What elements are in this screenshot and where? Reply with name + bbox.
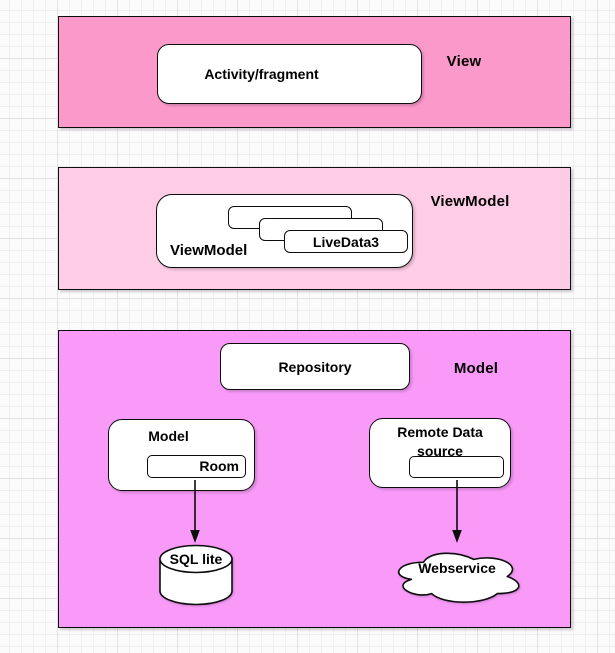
edge-room-to-sqlite[interactable] [187,480,203,544]
activity-fragment-label: Activity/fragment [204,66,319,82]
webservice-node[interactable]: Webservice [390,548,524,605]
model-local-node[interactable]: Model Room [108,419,255,491]
view-layer-band[interactable]: Activity/fragment View [58,16,571,128]
livedata-label: LiveData3 [312,233,380,250]
model-local-label: Model [148,428,189,444]
repository-label: Repository [278,358,352,375]
cloud-icon [398,552,520,603]
room-label: Room [199,458,239,474]
viewmodel-container-node[interactable]: LiveData3 ViewModel [156,194,413,268]
remote-data-source-node[interactable]: Remote Data source [369,418,511,488]
arrowhead-icon [190,530,200,543]
livedata-node[interactable]: LiveData3 [284,230,408,253]
remote-inner-box[interactable] [409,456,504,478]
model-layer-label: Model [453,360,499,377]
repository-node[interactable]: Repository [220,343,410,390]
database-cylinder-icon [159,544,233,606]
viewmodel-container-label: ViewModel [170,242,248,259]
arrowhead-icon [452,530,462,543]
activity-fragment-node[interactable]: Activity/fragment [157,44,422,104]
viewmodel-layer-band[interactable]: LiveData3 ViewModel ViewModel [58,167,571,290]
view-layer-label: View [446,53,482,70]
sqlite-label: SQL lite [169,551,223,567]
remote-data-source-label: Remote Data source [397,424,483,459]
edge-remote-to-webservice[interactable] [449,480,465,544]
viewmodel-layer-label: ViewModel [430,193,510,210]
webservice-label: Webservice [418,560,496,576]
model-layer-band[interactable]: Repository Model Model Room Remote Data … [58,330,571,628]
sqlite-node[interactable]: SQL lite [158,544,234,606]
room-node[interactable]: Room [147,455,246,478]
